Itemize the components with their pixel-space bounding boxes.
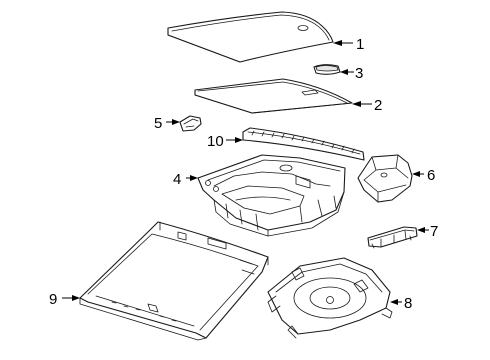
callout-6: 6	[412, 167, 435, 184]
callout-9: 9	[49, 291, 80, 308]
svg-text:5: 5	[154, 115, 162, 132]
callout-10: 10	[207, 133, 243, 150]
callout-1: 1	[333, 36, 364, 53]
svg-text:2: 2	[374, 97, 382, 114]
callout-5: 5	[154, 115, 180, 132]
svg-text:3: 3	[355, 65, 363, 82]
svg-text:4: 4	[173, 171, 181, 188]
part-2-cover-panel	[194, 78, 353, 114]
part-1-floor-panel	[167, 11, 334, 63]
part-6-storage-bin	[357, 154, 413, 203]
svg-text:1: 1	[356, 36, 364, 53]
svg-text:8: 8	[404, 295, 412, 312]
part-7-bracket-strip	[367, 226, 418, 249]
callout-7: 7	[417, 223, 438, 240]
part-10-sill-plate	[242, 127, 365, 161]
callout-3: 3	[340, 65, 363, 82]
svg-text:10: 10	[207, 133, 224, 150]
part-3-cover	[313, 64, 341, 75]
callout-2: 2	[352, 97, 382, 114]
part-9-floor-mat	[79, 221, 269, 341]
svg-text:7: 7	[430, 223, 438, 240]
part-5-bracket	[179, 115, 202, 132]
svg-text:6: 6	[427, 167, 435, 184]
part-4-trunk-tub	[197, 154, 346, 237]
callout-8: 8	[390, 295, 412, 312]
part-8-wheel-well	[267, 257, 393, 339]
svg-text:9: 9	[49, 291, 57, 308]
callout-4: 4	[173, 171, 198, 188]
